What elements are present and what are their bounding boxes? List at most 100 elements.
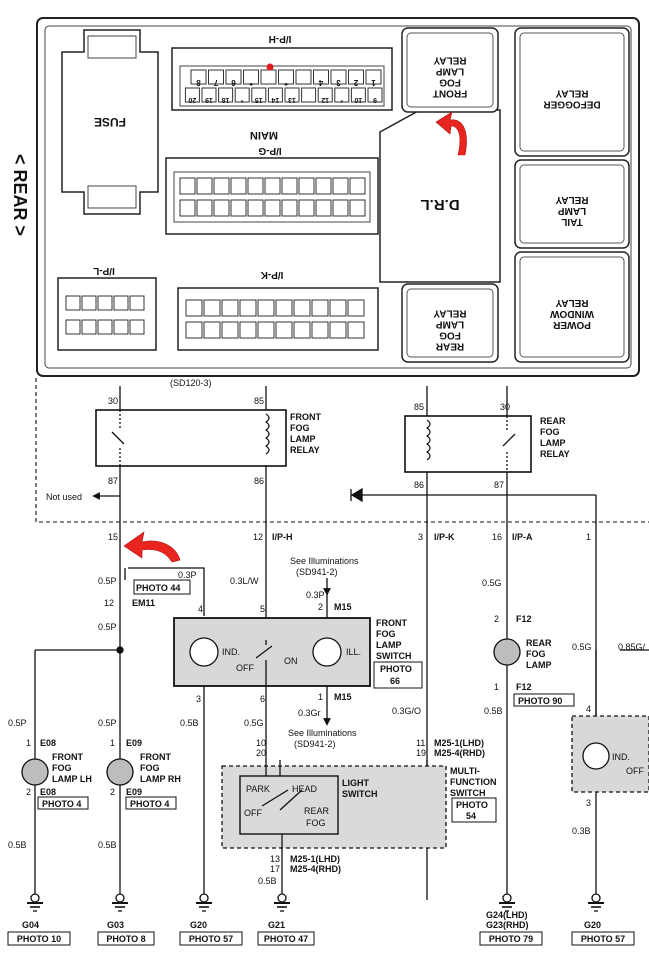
pin-cell: [275, 299, 293, 317]
label: E09: [126, 738, 142, 748]
label: 0.5P: [98, 622, 117, 632]
pin-cell: [203, 299, 221, 317]
label: ILL.: [346, 647, 361, 657]
ground-id: G04: [22, 920, 39, 930]
pin-cell: [317, 87, 333, 103]
label: PHOTO 4: [130, 799, 169, 809]
pin-cell: [311, 299, 329, 317]
pin-label: 14: [271, 96, 279, 103]
pin-cell: [221, 299, 239, 317]
label: 87: [108, 476, 118, 486]
drl-block: D.R.L: [379, 109, 501, 283]
label: EM11: [132, 598, 155, 608]
label: 30: [108, 396, 118, 406]
connector-ipl: I/P-L: [57, 265, 157, 351]
label: 0.5B: [98, 840, 117, 850]
pin-cell: [295, 69, 312, 85]
front-relay-label: LAMP: [290, 434, 316, 444]
pin-label: *: [340, 96, 343, 103]
label: 54: [466, 811, 476, 821]
relay-label: LAMP: [558, 205, 587, 216]
label: 85: [254, 396, 264, 406]
label: 3: [196, 694, 201, 704]
label: 1: [494, 682, 499, 692]
label: 0.5G: [244, 718, 264, 728]
label: (SD941-2): [294, 739, 336, 749]
label: 1: [318, 692, 323, 702]
pin-cell: [313, 69, 329, 85]
pin-cell: [247, 177, 264, 195]
pin-cell: [239, 299, 257, 317]
photo-box: [513, 693, 575, 707]
label: 0.85G/: [618, 642, 646, 652]
label: 0.3P: [306, 590, 325, 600]
pin-label: 18: [222, 96, 230, 103]
label: 4: [198, 604, 203, 614]
ground-id: G20: [584, 920, 601, 930]
label: 20: [256, 748, 266, 758]
label: 2: [318, 602, 323, 612]
label: OFF: [236, 663, 254, 673]
pin-cell: [65, 319, 81, 335]
pin-cell: [350, 87, 366, 103]
pin-cell: [97, 295, 113, 311]
pin-cell: [225, 69, 242, 85]
rh-lamp-label: FRONT: [140, 752, 171, 762]
label: M25-4(RHD): [290, 864, 341, 874]
pin-cell: [293, 299, 311, 317]
pin-cell: [281, 177, 298, 195]
pin-label: 19: [205, 96, 213, 103]
label: 2: [26, 787, 31, 797]
label: 85: [414, 402, 424, 412]
label: 11: [416, 738, 425, 748]
pin-cell: [301, 87, 317, 103]
fuse-block: FUSE: [61, 29, 159, 215]
label: F12: [516, 682, 532, 692]
pin-cell: [349, 199, 366, 217]
label: IND.: [222, 647, 240, 657]
relay-label: LAMP: [436, 319, 465, 330]
label: 1: [110, 738, 115, 748]
label: E09: [126, 787, 142, 797]
label: 87: [494, 480, 504, 490]
label: See Illuminations: [288, 728, 357, 738]
pin-cell: [281, 199, 298, 217]
pin-cell: [213, 199, 230, 217]
label: 0.5B: [258, 876, 277, 886]
label: M15: [334, 602, 352, 612]
pin-cell: [347, 321, 365, 339]
relay-label: RELAY: [555, 194, 588, 205]
pin-cell: [347, 299, 365, 317]
pin-cell: [298, 177, 315, 195]
label: E08: [40, 787, 56, 797]
front-relay-label: FRONT: [290, 412, 321, 422]
rh-lamp-label: FOG: [140, 763, 160, 773]
connector-ipk: I/P-K: [177, 269, 379, 351]
pin-cell: [348, 69, 364, 85]
photo-box: [479, 931, 543, 946]
label: 0.5P: [98, 576, 117, 586]
drl-label: D.R.L: [420, 196, 459, 213]
label: M15: [334, 692, 352, 702]
pin-label: 4: [318, 78, 323, 87]
label: PHOTO 90: [518, 696, 562, 706]
fog-switch-label: FOG: [376, 629, 396, 639]
pin-cell: [230, 177, 247, 195]
ground-photo: PHOTO 47: [264, 934, 308, 944]
relay-label: RELAY: [555, 88, 588, 99]
front-relay-label: RELAY: [290, 445, 320, 455]
relay-label: RELAY: [555, 297, 588, 308]
pin-cell: [201, 87, 217, 103]
pin-label: 9: [373, 96, 377, 103]
pin-cell: [275, 321, 293, 339]
pin-cell: [332, 199, 349, 217]
rear-lamp-label: LAMP: [526, 660, 552, 670]
relay-label: TAIL: [561, 216, 582, 227]
main-label: MAIN: [250, 129, 278, 141]
pin-cell: [81, 295, 97, 311]
